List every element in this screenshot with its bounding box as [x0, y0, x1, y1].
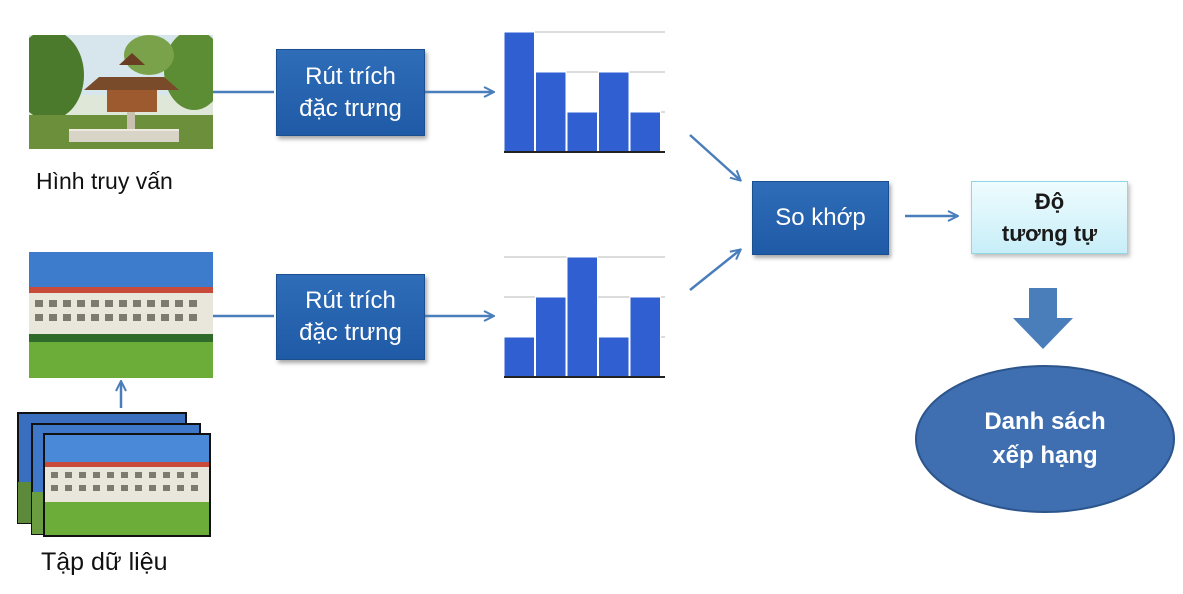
histogram-top-bar — [535, 71, 567, 153]
feature-extraction-box-bottom: Rút trích đặc trưng — [276, 274, 425, 360]
arrow-histogram-bottom-to-match — [689, 250, 740, 291]
matching-box: So khớp — [752, 181, 889, 255]
histogram-top-bar — [503, 31, 535, 153]
histogram-bottom-bar — [629, 296, 661, 378]
histogram-bottom-bar — [598, 336, 630, 378]
feature-extraction-box-top: Rút trích đặc trưng — [276, 49, 425, 136]
histogram-top-bar — [629, 111, 661, 153]
histogram-bottom-bar — [503, 336, 535, 378]
similarity-box: Độ tương tự — [971, 181, 1128, 254]
query-image-caption: Hình truy vấn — [36, 168, 173, 194]
histogram-top-bar — [598, 71, 630, 153]
dataset-image — [29, 252, 213, 378]
ranked-list-label: Danh sách xếp hạng — [984, 408, 1106, 469]
histogram-bottom-bar — [535, 296, 567, 378]
block-arrow-down — [1013, 288, 1073, 349]
dataset-caption: Tập dữ liệu — [41, 548, 168, 576]
dataset-image-stack — [17, 412, 211, 537]
histogram-top — [503, 31, 665, 153]
query-image — [29, 35, 213, 149]
histogram-bottom — [503, 256, 665, 378]
arrow-histogram-top-to-match — [689, 134, 740, 180]
histogram-top-bar — [566, 111, 598, 153]
histogram-bottom-bar — [566, 256, 598, 378]
ranked-list-ellipse — [915, 365, 1175, 513]
